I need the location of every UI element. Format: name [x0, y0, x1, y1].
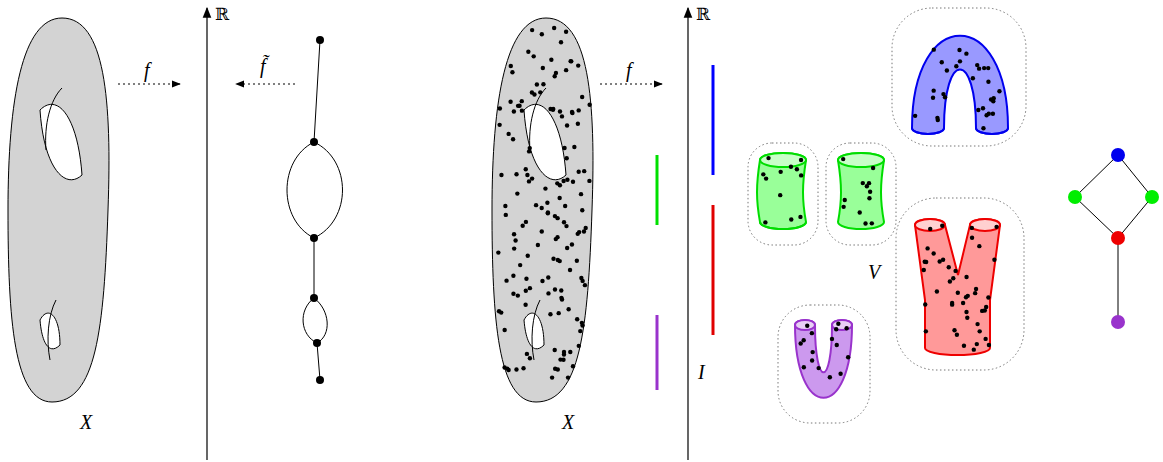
map-label: f̃ [260, 56, 266, 76]
cover-label: I [698, 362, 705, 382]
sample-points [496, 26, 1001, 380]
axis-label: ℝ [696, 6, 710, 23]
real-axis [206, 8, 207, 460]
map-arrow [236, 84, 295, 85]
real-axis [687, 8, 688, 460]
cover-pieces [757, 36, 1008, 398]
cluster-outlines [748, 8, 1026, 423]
surface-right [492, 18, 593, 402]
map-label: f [626, 60, 632, 80]
map-arrow [118, 84, 180, 85]
map-arrow [600, 84, 662, 85]
surface-left [8, 18, 109, 402]
map-label: f [144, 60, 150, 80]
cover-intervals [657, 65, 713, 390]
reeb-graph [287, 36, 343, 384]
space-label: X [562, 412, 574, 432]
space-label: X [80, 412, 92, 432]
axis-label: ℝ [215, 6, 229, 23]
nerve-graph [1068, 148, 1159, 329]
cover-label: V [868, 262, 880, 282]
